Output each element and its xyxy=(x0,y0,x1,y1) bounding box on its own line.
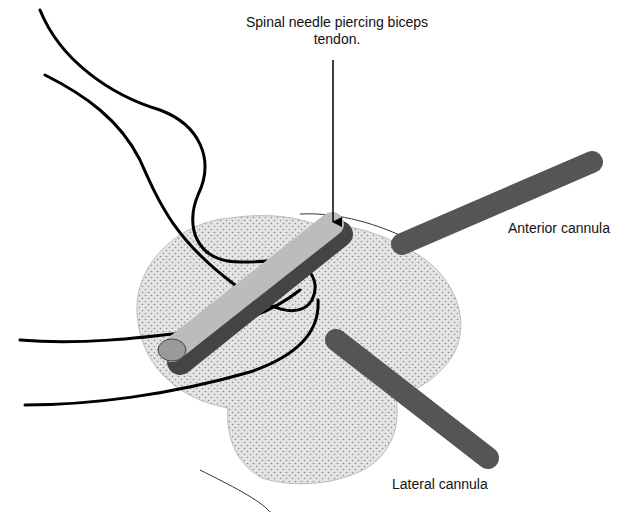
lateral-cannula xyxy=(336,340,488,458)
cannula-label: Anterior cannula xyxy=(508,220,626,237)
needle-label: Spinal needle piercing biceps tendon. xyxy=(232,14,442,48)
biceps-tendon xyxy=(158,224,340,362)
cannula-label: Lateral cannula xyxy=(392,476,522,493)
leader-arrow xyxy=(332,60,334,222)
suture-lines xyxy=(20,10,318,405)
bone-outline xyxy=(137,216,461,484)
